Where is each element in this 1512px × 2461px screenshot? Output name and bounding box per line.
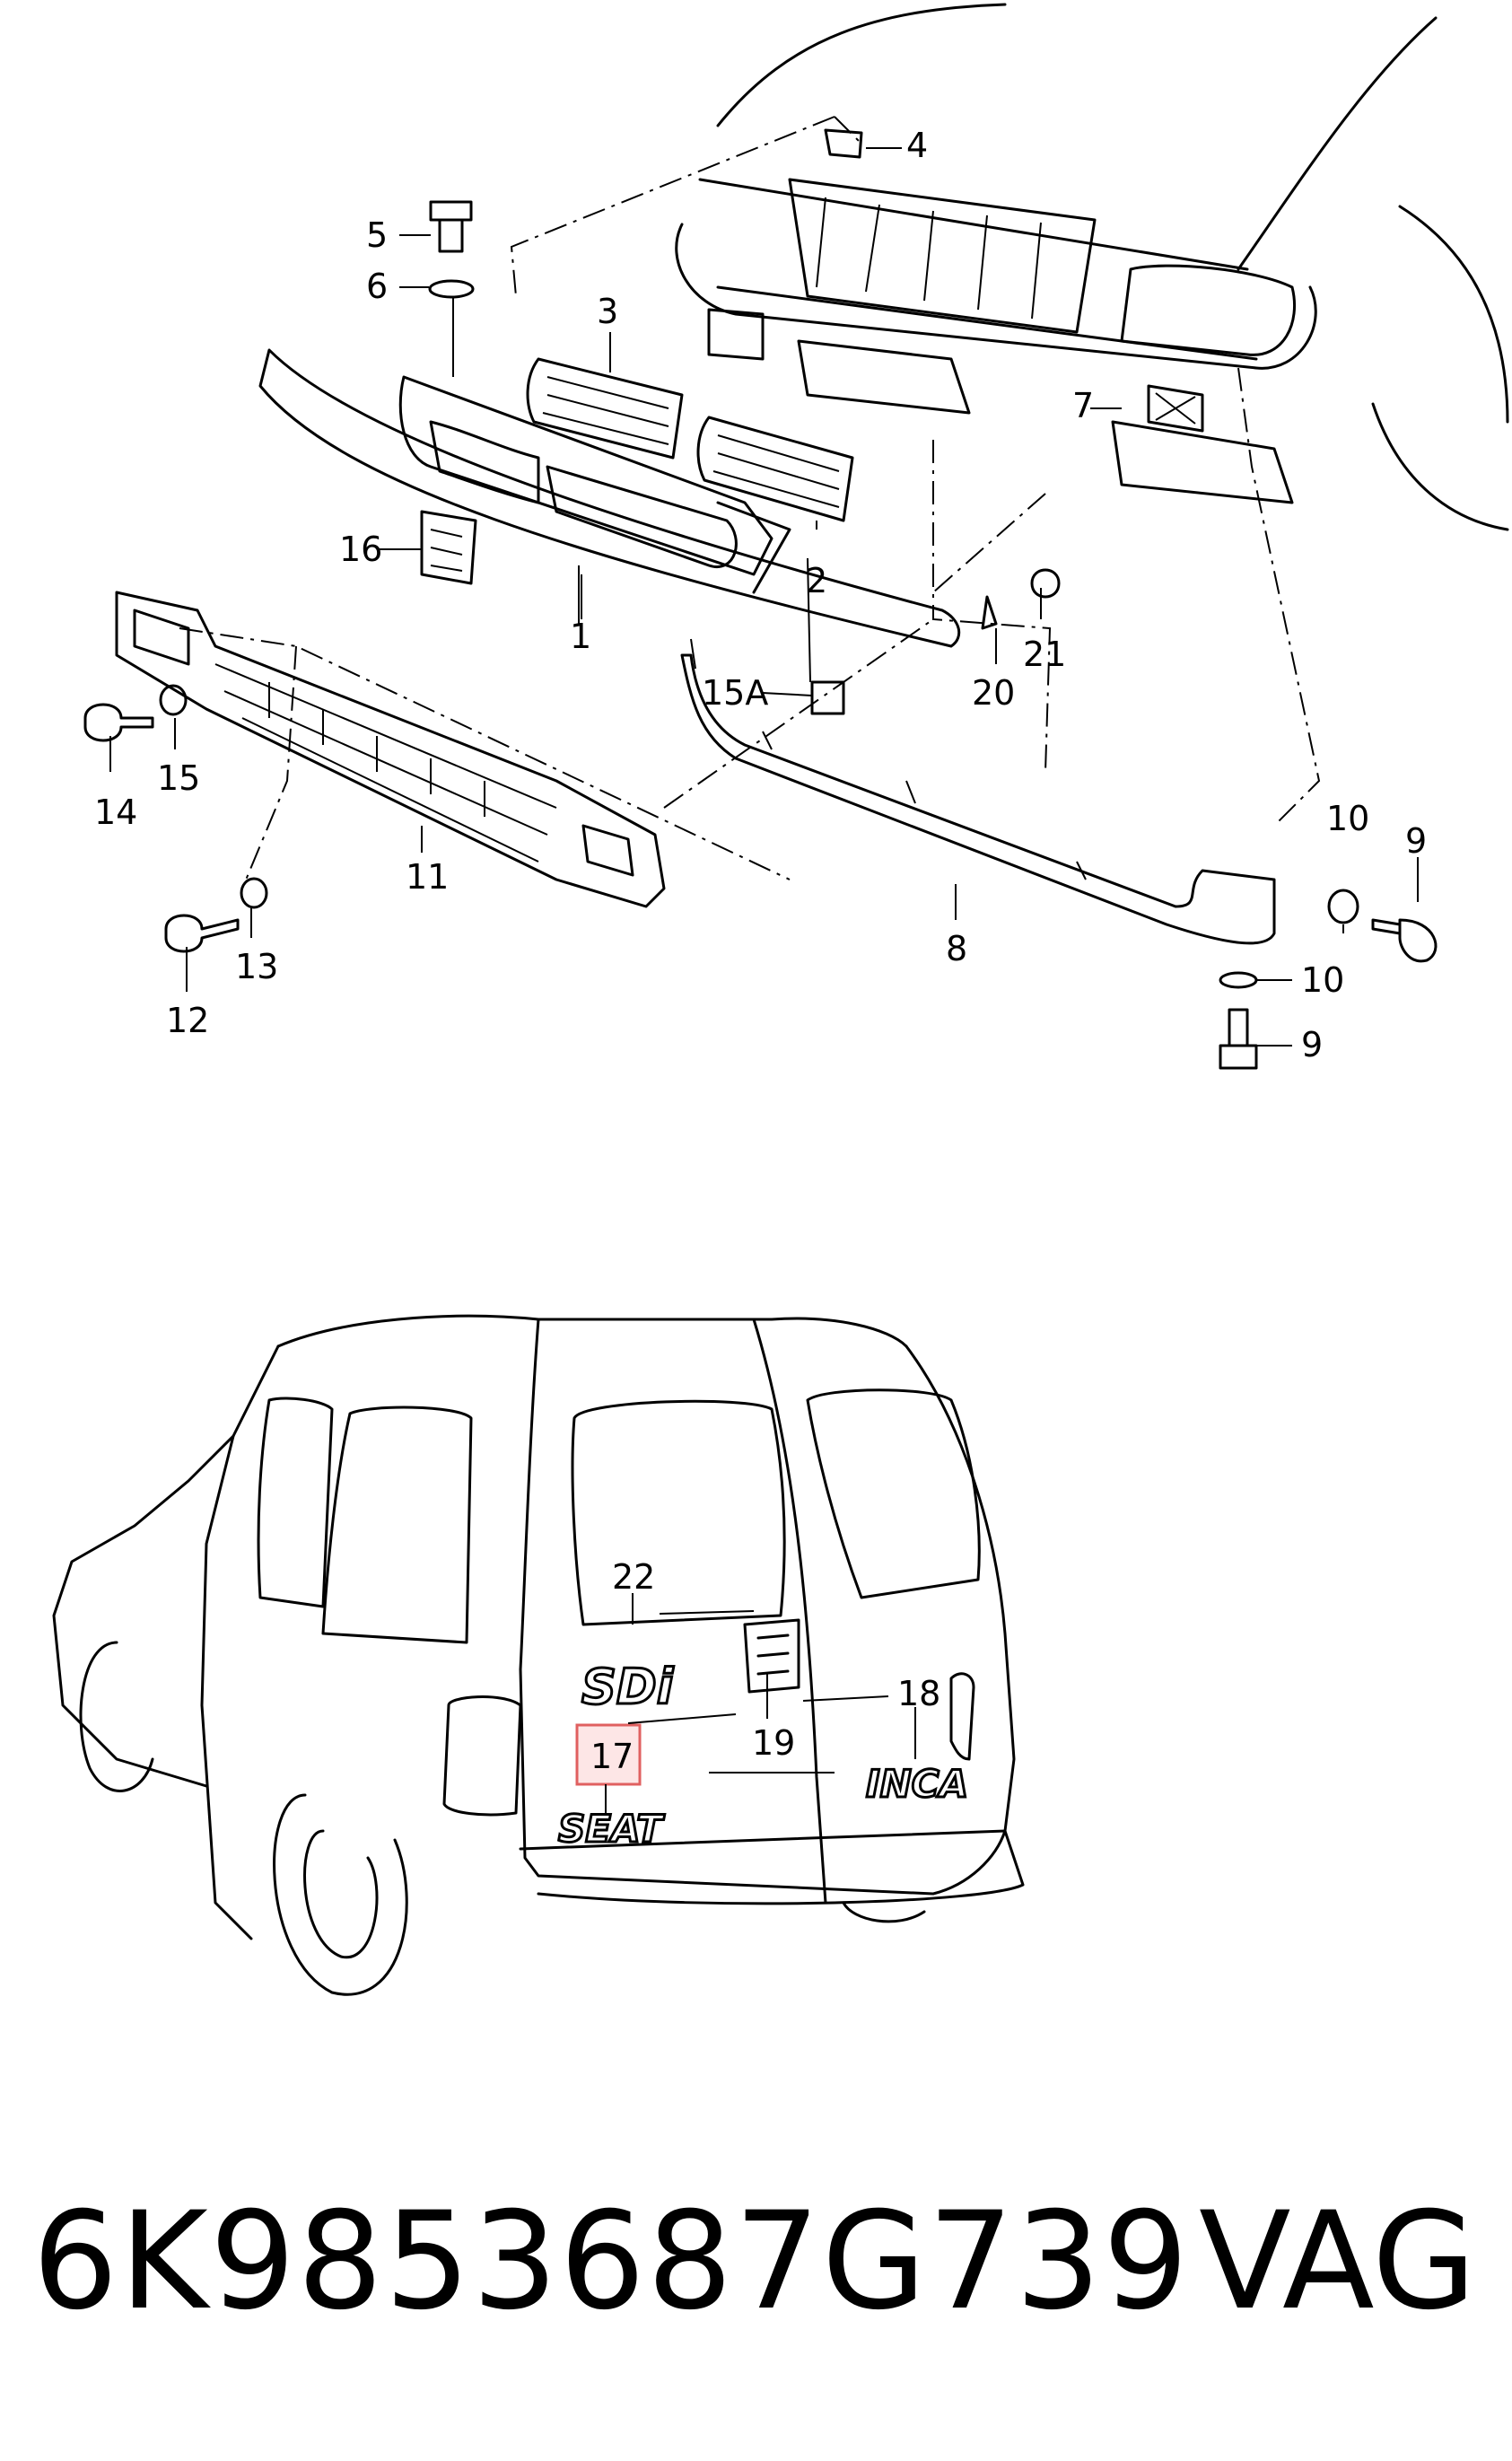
callout-labels-top: 1 2 3 4 5 6 7 8 9 9 10 10 11 12 13 14 15… xyxy=(94,126,1427,1064)
callout-11: 11 xyxy=(406,857,449,897)
callout-20: 20 xyxy=(972,673,1015,713)
callout-9-right: 9 xyxy=(1405,821,1427,861)
grille-frame xyxy=(258,348,961,648)
front-car-body xyxy=(675,3,1509,531)
fasteners-top xyxy=(83,128,1438,1070)
callout-8: 8 xyxy=(946,929,967,968)
callout-14: 14 xyxy=(94,793,137,832)
grille-insert-2 xyxy=(696,416,854,522)
callout-19: 19 xyxy=(752,1723,795,1763)
dash-dot-leaders-top xyxy=(179,116,1321,889)
seat-logo-emblem xyxy=(743,1618,800,1694)
grille-insert-3 xyxy=(526,357,684,460)
callout-16: 16 xyxy=(339,530,382,569)
callout-22: 22 xyxy=(612,1557,655,1597)
leader-lines-top xyxy=(109,147,1419,1047)
callout-15a: 15A xyxy=(702,673,768,713)
callout-17: 17 xyxy=(590,1737,634,1776)
callout-7: 7 xyxy=(1072,386,1094,425)
rear-van-body xyxy=(52,1314,1025,1996)
callout-1: 1 xyxy=(570,617,591,656)
callout-2: 2 xyxy=(806,561,827,600)
badge-inca: INCA xyxy=(866,1762,968,1806)
badge-seat: SEAT xyxy=(558,1807,665,1851)
spoiler-8 xyxy=(680,638,1276,945)
callout-4: 4 xyxy=(906,126,928,165)
callout-3: 3 xyxy=(597,292,618,331)
brand-name: VAG xyxy=(1199,2184,1477,2340)
badge-sdi: SDi xyxy=(581,1659,675,1715)
callout-10-bottom: 10 xyxy=(1301,960,1344,1000)
part-number: 6K9853687G739 xyxy=(32,2184,1191,2340)
callout-18: 18 xyxy=(897,1674,940,1713)
leader-lines-bottom xyxy=(605,1593,916,1813)
callout-17-highlight xyxy=(575,1723,642,1786)
bumper-cover-11 xyxy=(115,591,666,908)
callout-21: 21 xyxy=(1023,635,1066,674)
callout-9-bottom: 9 xyxy=(1301,1025,1323,1064)
rear-badges: SDi INCA SEAT xyxy=(557,1618,970,1852)
callout-labels-bottom: 22 19 18 17 xyxy=(590,1557,940,1776)
callout-5: 5 xyxy=(366,215,388,255)
callout-15: 15 xyxy=(157,758,200,798)
callout-6: 6 xyxy=(366,267,388,306)
part-number-caption: 6K9853687G739 VAG xyxy=(32,2181,1486,2343)
callout-13: 13 xyxy=(235,947,278,986)
callout-10-right: 10 xyxy=(1326,799,1369,838)
callout-12: 12 xyxy=(166,1001,209,1040)
